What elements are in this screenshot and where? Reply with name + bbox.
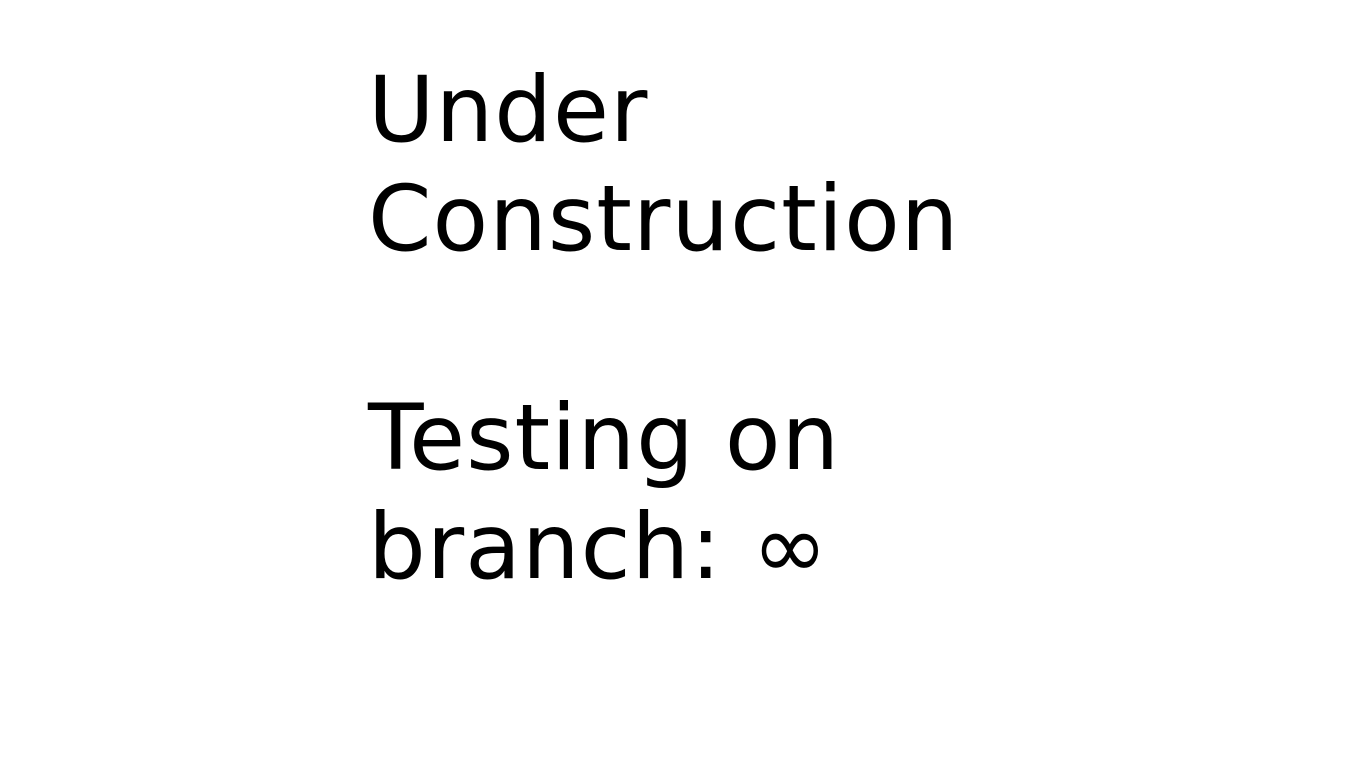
page-content: Under Construction Testing on branch: ∞	[368, 56, 1068, 602]
page-heading: Under Construction	[368, 56, 1068, 274]
branch-status-text: Testing on branch: ∞	[368, 384, 1068, 602]
status-line-2: branch: ∞	[368, 495, 829, 600]
heading-line-1: Under	[368, 58, 649, 163]
heading-line-2: Construction	[368, 167, 960, 272]
status-line-1: Testing on	[368, 386, 841, 491]
